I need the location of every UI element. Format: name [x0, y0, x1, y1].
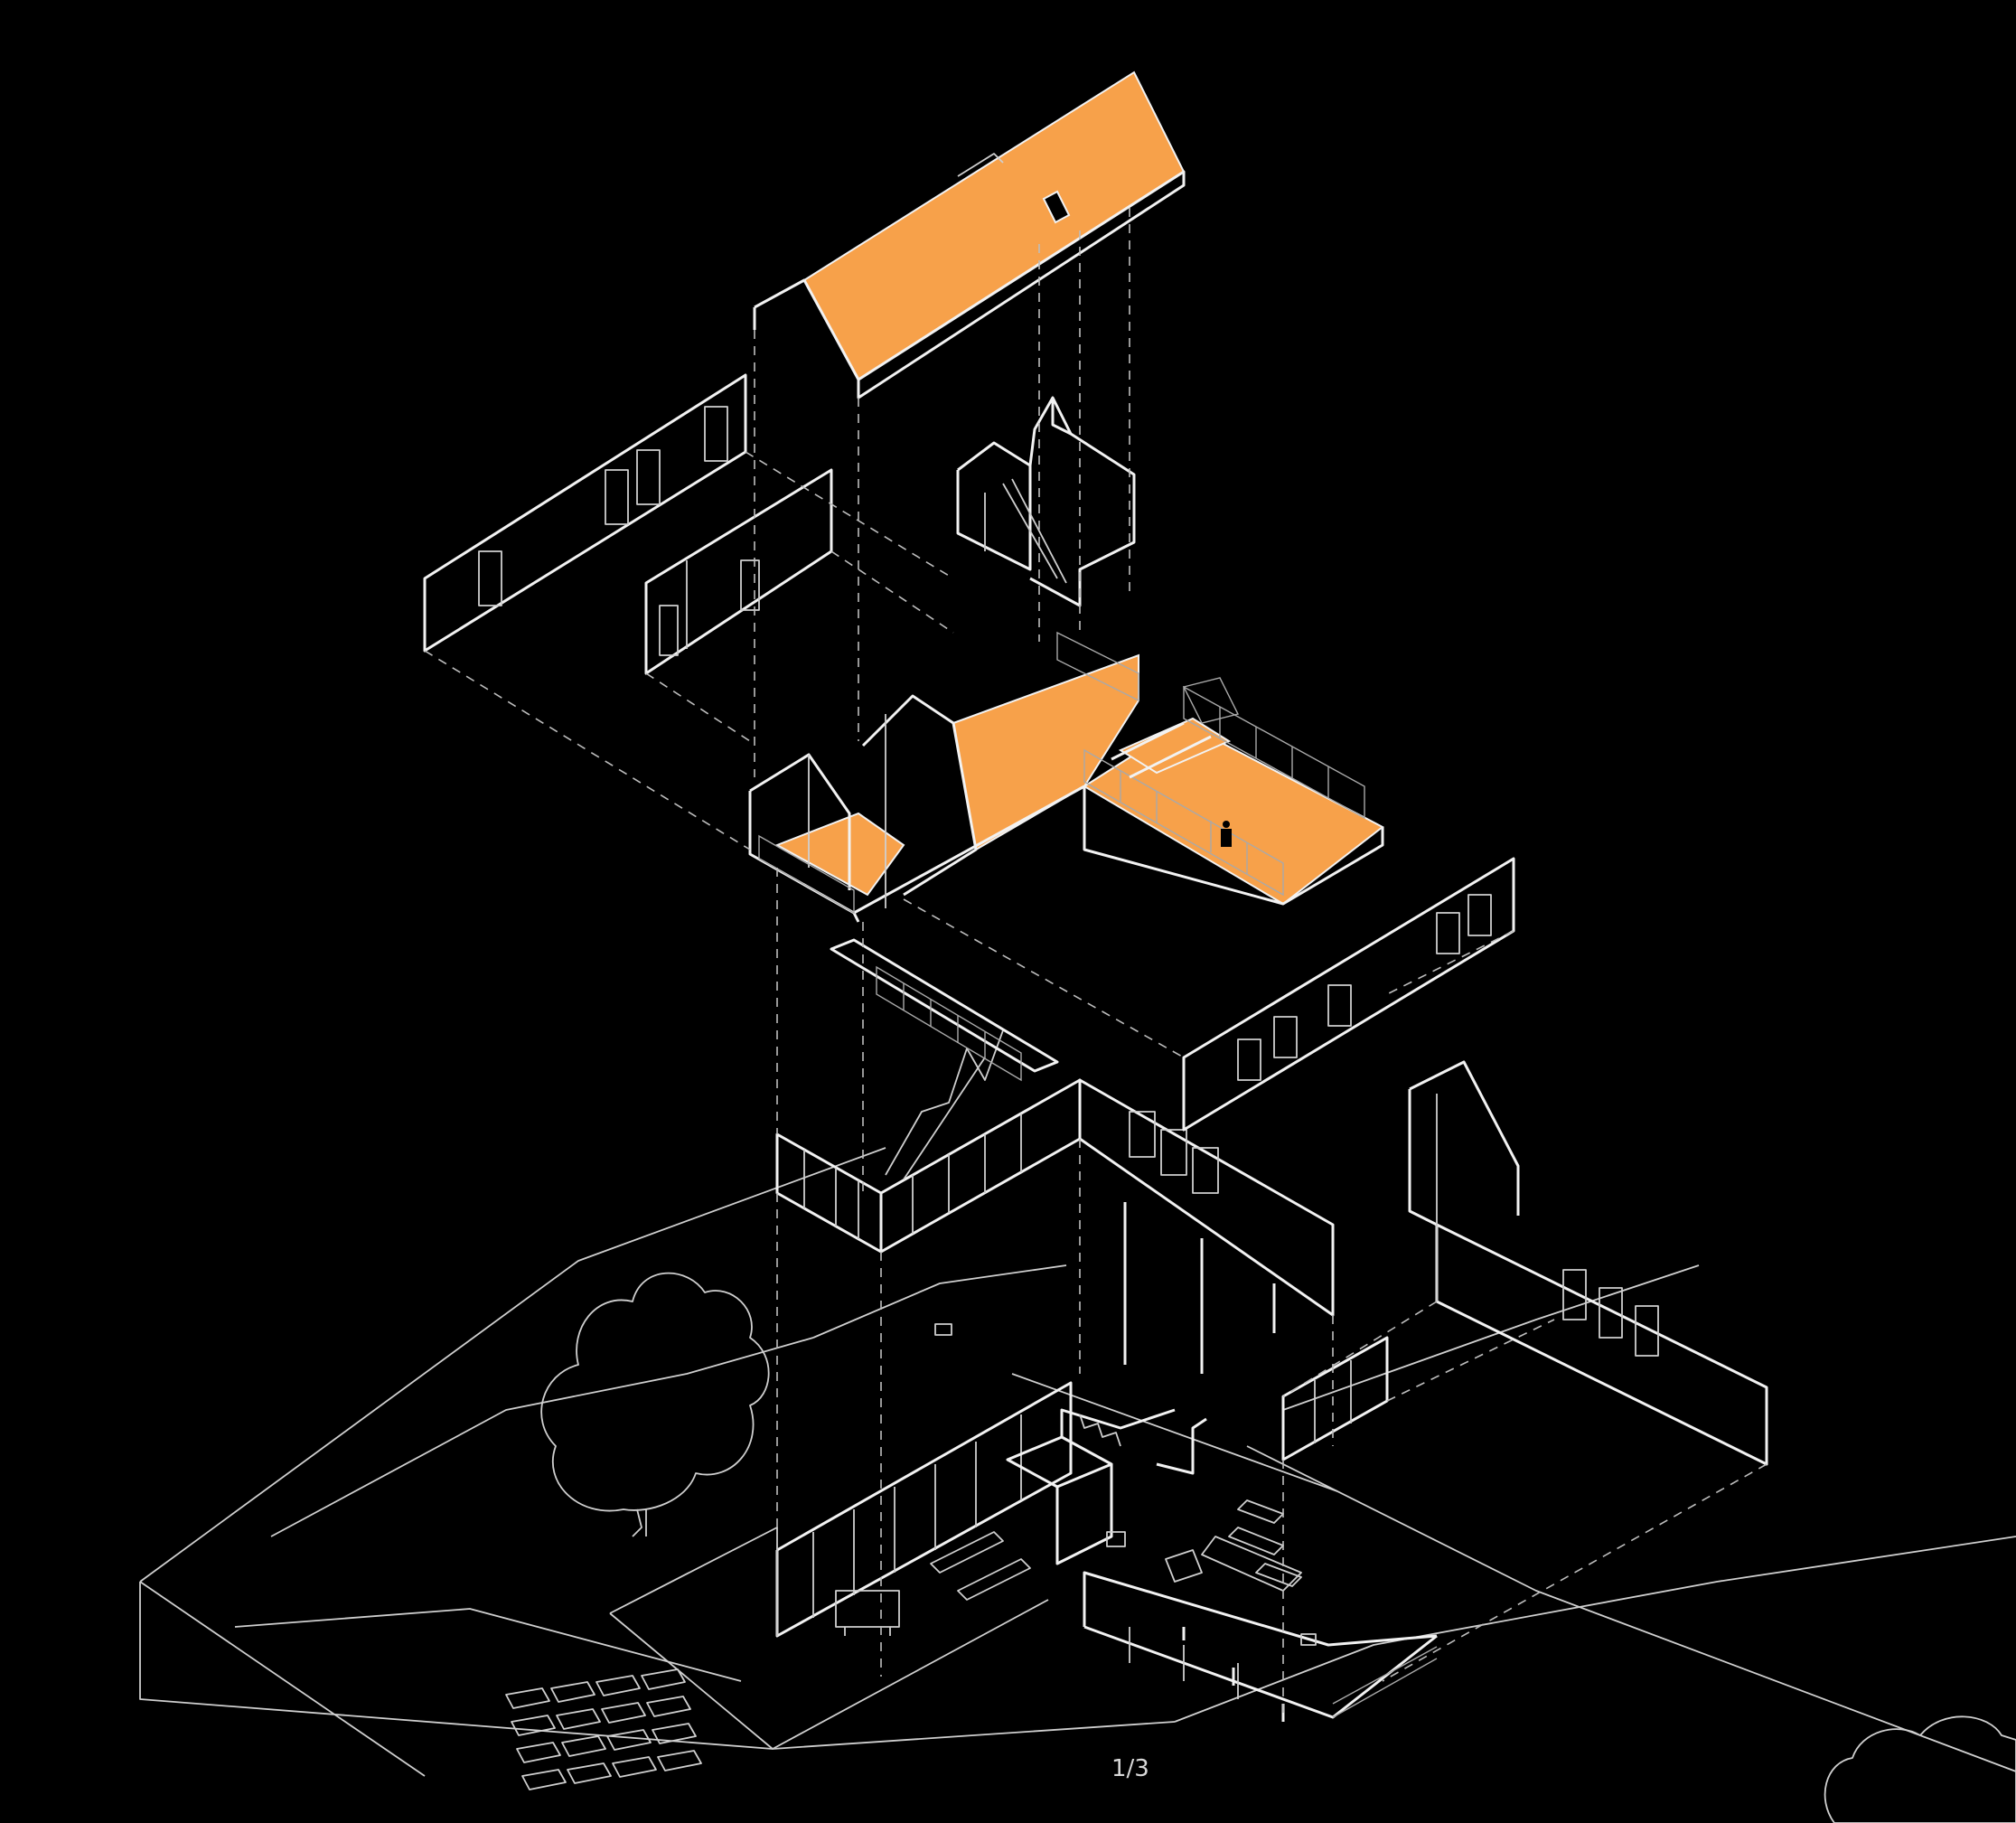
- roof-plan: [753, 70, 1186, 399]
- page-indicator: 1/3: [1111, 1755, 1149, 1782]
- projection-lines: [424, 208, 1768, 1717]
- tree-icon: [1824, 1715, 2016, 1823]
- upper-level-walls: [423, 373, 1136, 675]
- ground-floor-plan: [609, 1323, 1438, 1750]
- site-terrain: [139, 1147, 2016, 1777]
- upper-floor-plan: [748, 631, 1384, 923]
- tree-icon: [540, 1272, 770, 1537]
- middle-level-walls: [775, 857, 1768, 1466]
- solar-panel-array: [505, 1668, 702, 1790]
